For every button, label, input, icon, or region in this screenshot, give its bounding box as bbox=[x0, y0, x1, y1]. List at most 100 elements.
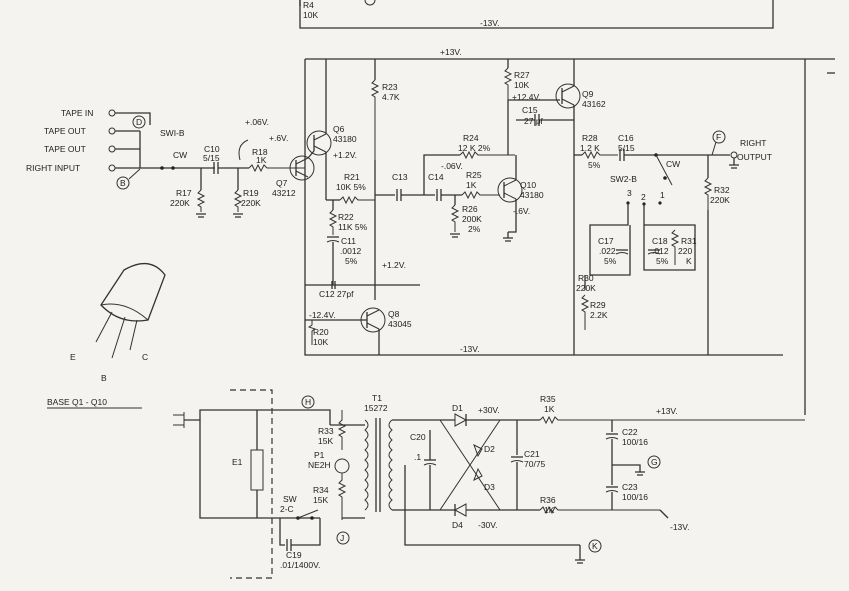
r4-value: 10K bbox=[303, 10, 318, 20]
r27-label: R27 bbox=[514, 70, 530, 80]
c16-label: C16 bbox=[618, 133, 634, 143]
t1-value: 15272 bbox=[364, 403, 388, 413]
c11-tol: 5% bbox=[345, 256, 358, 266]
testpoint-k-label: K bbox=[592, 541, 598, 551]
v-p12-mid: +1.2V. bbox=[382, 260, 406, 270]
q9-symbol bbox=[555, 83, 581, 109]
d4-label: D4 bbox=[452, 520, 463, 530]
power-supply: E1 H R33 15K P1 NE2H R34 15K SW 2-C J C1… bbox=[173, 389, 805, 579]
testpoint-b-label: B bbox=[120, 178, 126, 188]
pos-1: 1 bbox=[660, 190, 665, 200]
r25-label: R25 bbox=[466, 170, 482, 180]
c15-value: 27 pf bbox=[524, 116, 544, 126]
r23-label: R23 bbox=[382, 82, 398, 92]
c20-label: C20 bbox=[410, 432, 426, 442]
sw1b-label: SWI-B bbox=[160, 128, 185, 138]
c11-value: .0012 bbox=[340, 246, 362, 256]
q7-symbol bbox=[289, 155, 315, 181]
sw2b-label: SW2-B bbox=[610, 174, 637, 184]
c14-label: C14 bbox=[428, 172, 444, 182]
input-section: TAPE IN TAPE OUT TAPE OUT RIGHT INPUT D … bbox=[26, 108, 305, 218]
c10-value: 5/15 bbox=[203, 153, 220, 163]
r4-label: R4 bbox=[303, 0, 314, 10]
c22-value: 100/16 bbox=[622, 437, 648, 447]
tape-out-1-label: TAPE OUT bbox=[44, 126, 86, 136]
d2-label: D2 bbox=[484, 444, 495, 454]
pin-c: C bbox=[142, 352, 148, 362]
r35-label: R35 bbox=[540, 394, 556, 404]
r33-label: R33 bbox=[318, 426, 334, 436]
r17-label: R17 bbox=[176, 188, 192, 198]
testpoint-g-label: G bbox=[651, 457, 658, 467]
testpoint-b bbox=[116, 176, 130, 190]
tape-in-label: TAPE IN bbox=[61, 108, 93, 118]
q6-part: 43180 bbox=[333, 134, 357, 144]
r29-label: R29 bbox=[590, 300, 606, 310]
q6-label: Q6 bbox=[333, 124, 345, 134]
testpoint-j bbox=[336, 531, 350, 545]
c16-value: 5/15 bbox=[618, 143, 635, 153]
c17-tol: 5% bbox=[604, 256, 617, 266]
c22-label: C22 bbox=[622, 427, 638, 437]
r20-label: R20 bbox=[313, 327, 329, 337]
testpoint-f-label: F bbox=[716, 132, 721, 142]
testpoint-d-label: D bbox=[136, 117, 142, 127]
q7-part: 43212 bbox=[272, 188, 296, 198]
r25-value: 1K bbox=[466, 180, 477, 190]
r19-label: R19 bbox=[243, 188, 259, 198]
transistor-package: E B C BASE Q1 - Q10 bbox=[47, 263, 166, 409]
e1-symbol bbox=[250, 449, 264, 491]
r35-value: 1K bbox=[544, 404, 555, 414]
c13-label: C13 bbox=[392, 172, 408, 182]
v-p06: +.06V. bbox=[245, 117, 269, 127]
r24-label: R24 bbox=[463, 133, 479, 143]
r22-value: 11K 5% bbox=[338, 222, 368, 232]
r18-value: 1K bbox=[256, 155, 267, 165]
pos-3: 3 bbox=[627, 188, 632, 198]
right-input-jack bbox=[108, 164, 116, 172]
q8-label: Q8 bbox=[388, 309, 400, 319]
tape-out-2-jack bbox=[108, 145, 116, 153]
c21-value: 70/75 bbox=[524, 459, 546, 469]
q8-part: 43045 bbox=[388, 319, 412, 329]
d1-label: D1 bbox=[452, 403, 463, 413]
c17-label: C17 bbox=[598, 236, 614, 246]
r29-value: 2.2K bbox=[590, 310, 608, 320]
q9-stage: R27 10K +12.4V. Q9 43162 C15 27 pf bbox=[503, 59, 606, 355]
r26-tol: 2% bbox=[468, 224, 481, 234]
testpoint-h-label: H bbox=[305, 397, 311, 407]
c23-value: 100/16 bbox=[622, 492, 648, 502]
r31-value: 220 bbox=[678, 246, 692, 256]
testpoint-d bbox=[132, 115, 146, 129]
testpoint-f bbox=[712, 130, 726, 144]
c18-label: C18 bbox=[652, 236, 668, 246]
testpoint-j-label: J bbox=[340, 533, 344, 543]
r31-label: R31 bbox=[681, 236, 697, 246]
r34-value: 15K bbox=[313, 495, 328, 505]
v-p6: +.6V. bbox=[269, 133, 288, 143]
r30-value: 220K bbox=[576, 283, 596, 293]
r26-value: 200K bbox=[462, 214, 482, 224]
sw2c-a: SW bbox=[283, 494, 297, 504]
p1-label: P1 bbox=[314, 450, 325, 460]
e1-label: E1 bbox=[232, 457, 243, 467]
c18-tol: 5% bbox=[656, 256, 669, 266]
r28-tol: 5% bbox=[588, 160, 601, 170]
v-m124: -12.4V. bbox=[309, 310, 336, 320]
v-p12-q6: +1.2V. bbox=[333, 150, 357, 160]
r28-label: R28 bbox=[582, 133, 598, 143]
amp-rails: +13V. -13V. bbox=[304, 47, 835, 415]
tape-out-2-label: TAPE OUT bbox=[44, 144, 86, 154]
p1-neon bbox=[334, 458, 350, 474]
r31-unit: K bbox=[686, 256, 692, 266]
right-output-label-1: RIGHT bbox=[740, 138, 766, 148]
cw-1-label: CW bbox=[173, 150, 187, 160]
testpoint-g bbox=[647, 455, 661, 469]
q10-stage: C13 C14 R25 1K -.06V. R24 12 K 2% R26 20… bbox=[375, 133, 544, 242]
r17-value: 220K bbox=[170, 198, 190, 208]
right-input-label: RIGHT INPUT bbox=[26, 163, 80, 173]
sw2c-b: 2-C bbox=[280, 504, 294, 514]
c15-label: C15 bbox=[522, 105, 538, 115]
r34-label: R34 bbox=[313, 485, 329, 495]
r21-label: R21 bbox=[344, 172, 360, 182]
